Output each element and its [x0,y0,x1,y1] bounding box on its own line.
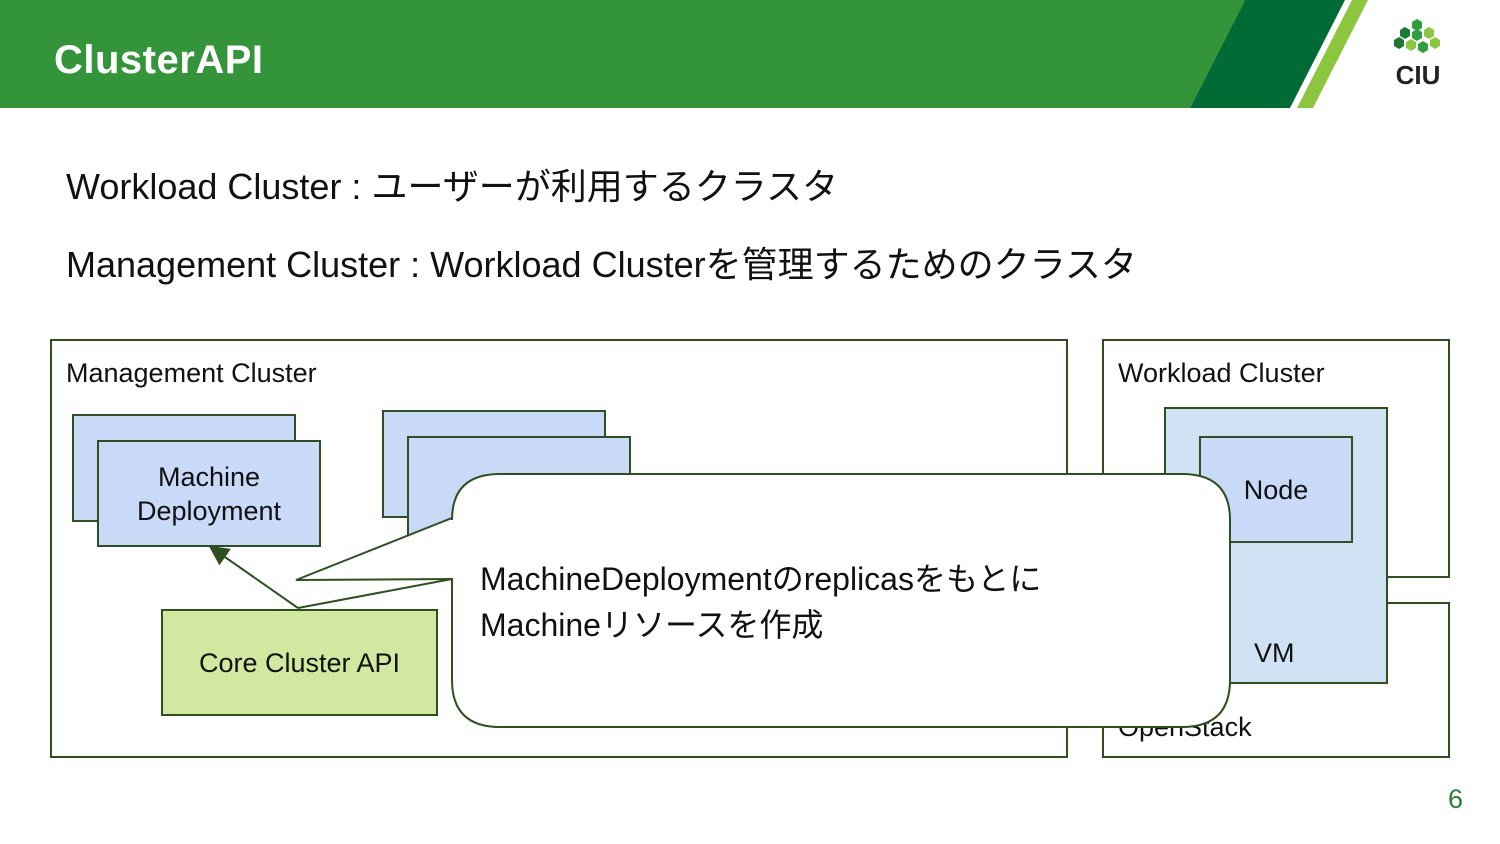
node-box: Node [1199,436,1353,543]
page-number: 6 [1448,784,1464,814]
page-title: ClusterAPI [54,38,264,82]
cju-logo-icon: CIU [1394,19,1441,90]
vm-label: VM [1254,638,1295,668]
openstack-label: OpenStack [1118,712,1252,742]
machine-deployment-card: Machine Deployment [97,440,321,547]
svg-text:CIU: CIU [1396,60,1441,90]
workload-cluster-description: Workload Cluster : ユーザーが利用するクラスタ [66,166,838,207]
callout-line-2: Machineリソースを作成 [480,607,824,643]
core-cluster-api-box: Core Cluster API [161,609,438,716]
machine-deployment-label-line2: Deployment [136,495,282,526]
machine-deployment-label-line1: Machine [157,461,261,492]
callout-line-1: MachineDeploymentのreplicasをもとに [480,561,1042,597]
machine-card [407,436,631,544]
management-cluster-description: Management Cluster : Workload Clusterを管理… [66,244,1137,285]
workload-cluster-label: Workload Cluster [1118,358,1325,388]
management-cluster-label: Management Cluster [66,358,317,388]
header-bar [0,0,1368,108]
